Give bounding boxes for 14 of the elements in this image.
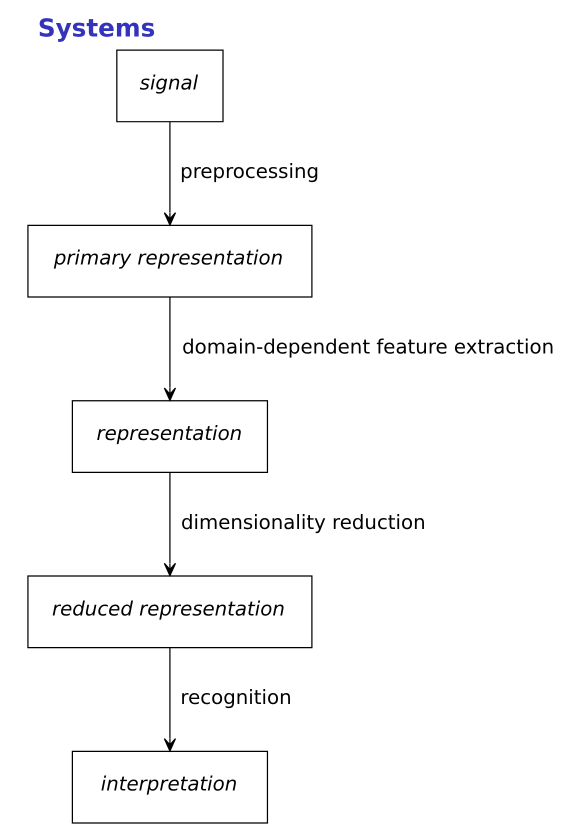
node-box: primary representation xyxy=(26,224,312,298)
edge-label: preprocessing xyxy=(180,160,319,184)
arrow xyxy=(163,648,176,752)
edge-label: domain-dependent feature extraction xyxy=(182,336,554,359)
arrow xyxy=(163,297,176,401)
edge-label: dimensionality reduction xyxy=(180,510,426,534)
node-box: signal xyxy=(116,49,224,122)
edge-label: recognition xyxy=(180,686,292,710)
diagram-title: Systems xyxy=(37,14,155,42)
node-box: representation xyxy=(71,400,268,473)
node-box: interpretation xyxy=(71,750,268,824)
node-box: reduced representation xyxy=(26,575,312,648)
arrow xyxy=(163,472,176,576)
arrow xyxy=(163,122,176,226)
